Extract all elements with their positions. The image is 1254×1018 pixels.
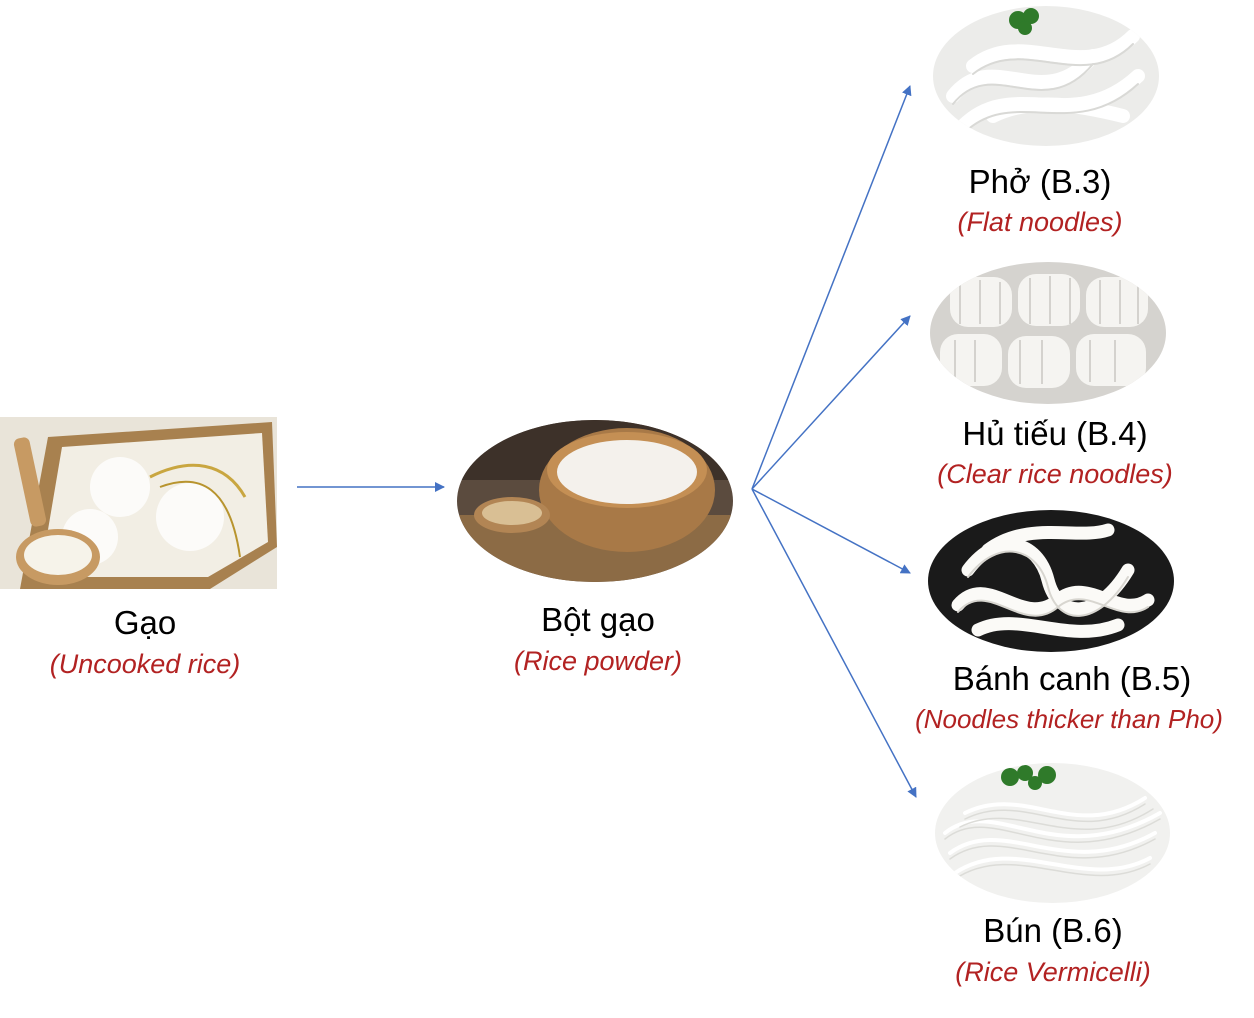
bun-translation: (Rice Vermicelli) bbox=[955, 957, 1151, 987]
clear-rice-noodles-photo bbox=[930, 262, 1166, 404]
rice-powder-bowl-photo bbox=[457, 420, 733, 582]
bun-name: Bún (B.6) bbox=[983, 912, 1123, 949]
pho-name: Phở (B.3) bbox=[968, 163, 1112, 200]
powder-translation: (Rice powder) bbox=[513, 646, 683, 676]
flat-noodles-photo bbox=[933, 6, 1159, 146]
hutieu-name: Hủ tiếu (B.4) bbox=[962, 415, 1148, 452]
rice-vermicelli-photo bbox=[935, 763, 1170, 903]
rice-translation: (Uncooked rice) bbox=[49, 649, 241, 679]
banhcanh-name: Bánh canh (B.5) bbox=[952, 660, 1192, 697]
pho-translation: (Flat noodles) bbox=[957, 207, 1123, 237]
arrow-powder-to-hutieu bbox=[751, 315, 911, 490]
arrow-powder-to-bun bbox=[751, 488, 917, 798]
rice-name: Gạo bbox=[113, 604, 177, 641]
arrow-powder-to-banhcanh bbox=[751, 488, 911, 574]
thick-noodles-photo bbox=[928, 510, 1174, 652]
hutieu-translation: (Clear rice noodles) bbox=[937, 459, 1173, 489]
powder-name: Bột gạo bbox=[541, 601, 655, 638]
banhcanh-translation: (Noodles thicker than Pho) bbox=[915, 704, 1223, 734]
rice-basket-photo bbox=[0, 417, 277, 589]
arrow-powder-to-pho bbox=[751, 85, 912, 490]
